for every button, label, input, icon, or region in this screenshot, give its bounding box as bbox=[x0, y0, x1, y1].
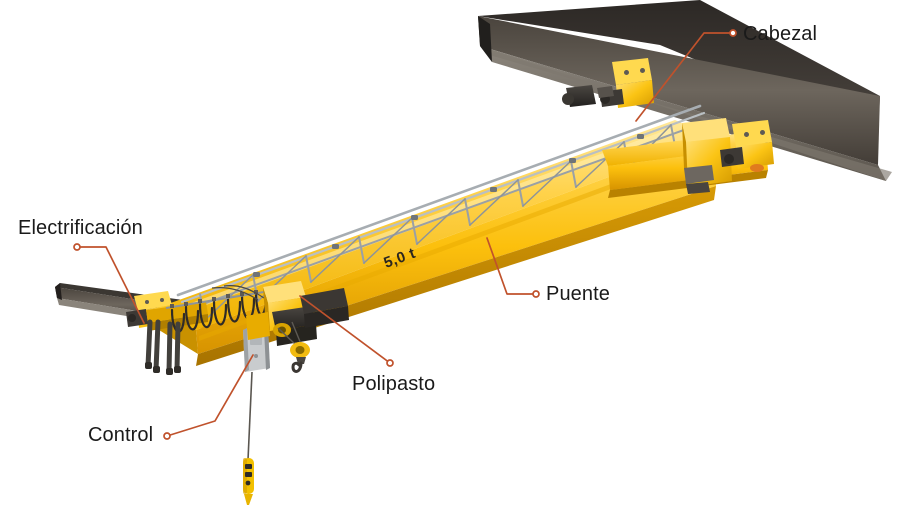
end-carriage-bogie-a bbox=[597, 58, 654, 108]
leader-electrificacion bbox=[76, 246, 145, 324]
dot-puente bbox=[532, 290, 540, 298]
callout-leaders bbox=[76, 32, 734, 437]
dot-electrificacion bbox=[73, 243, 81, 251]
leader-puente bbox=[486, 237, 537, 295]
end-carriage-left bbox=[126, 291, 208, 331]
callout-label-polipasto: Polipasto bbox=[352, 373, 436, 395]
festoon-track bbox=[165, 289, 277, 309]
conductor-collector-arms bbox=[145, 319, 181, 375]
callout-label-control: Control bbox=[88, 424, 154, 446]
callout-label-cabezal: Cabezal bbox=[743, 23, 818, 45]
callout-label-electrificacion: Electrificación bbox=[18, 217, 143, 239]
conductor-collector-heads bbox=[145, 362, 181, 375]
dot-cabezal bbox=[729, 29, 737, 37]
hook-block bbox=[290, 342, 310, 373]
hoist-trolley bbox=[246, 281, 349, 346]
callout-label-puente: Puente bbox=[546, 283, 610, 305]
leader-control bbox=[166, 354, 254, 437]
dot-control bbox=[163, 432, 171, 440]
dot-polipasto bbox=[386, 359, 394, 367]
festoon-wires bbox=[211, 285, 265, 301]
hoist-rope bbox=[277, 321, 302, 346]
callout-endpoint-dots bbox=[73, 29, 737, 440]
leader-polipasto bbox=[299, 295, 391, 364]
end-carriage-bogie-b bbox=[720, 120, 774, 172]
leader-cabezal bbox=[635, 32, 734, 122]
end-carriage-right bbox=[562, 58, 774, 198]
pendant-control bbox=[243, 371, 254, 505]
